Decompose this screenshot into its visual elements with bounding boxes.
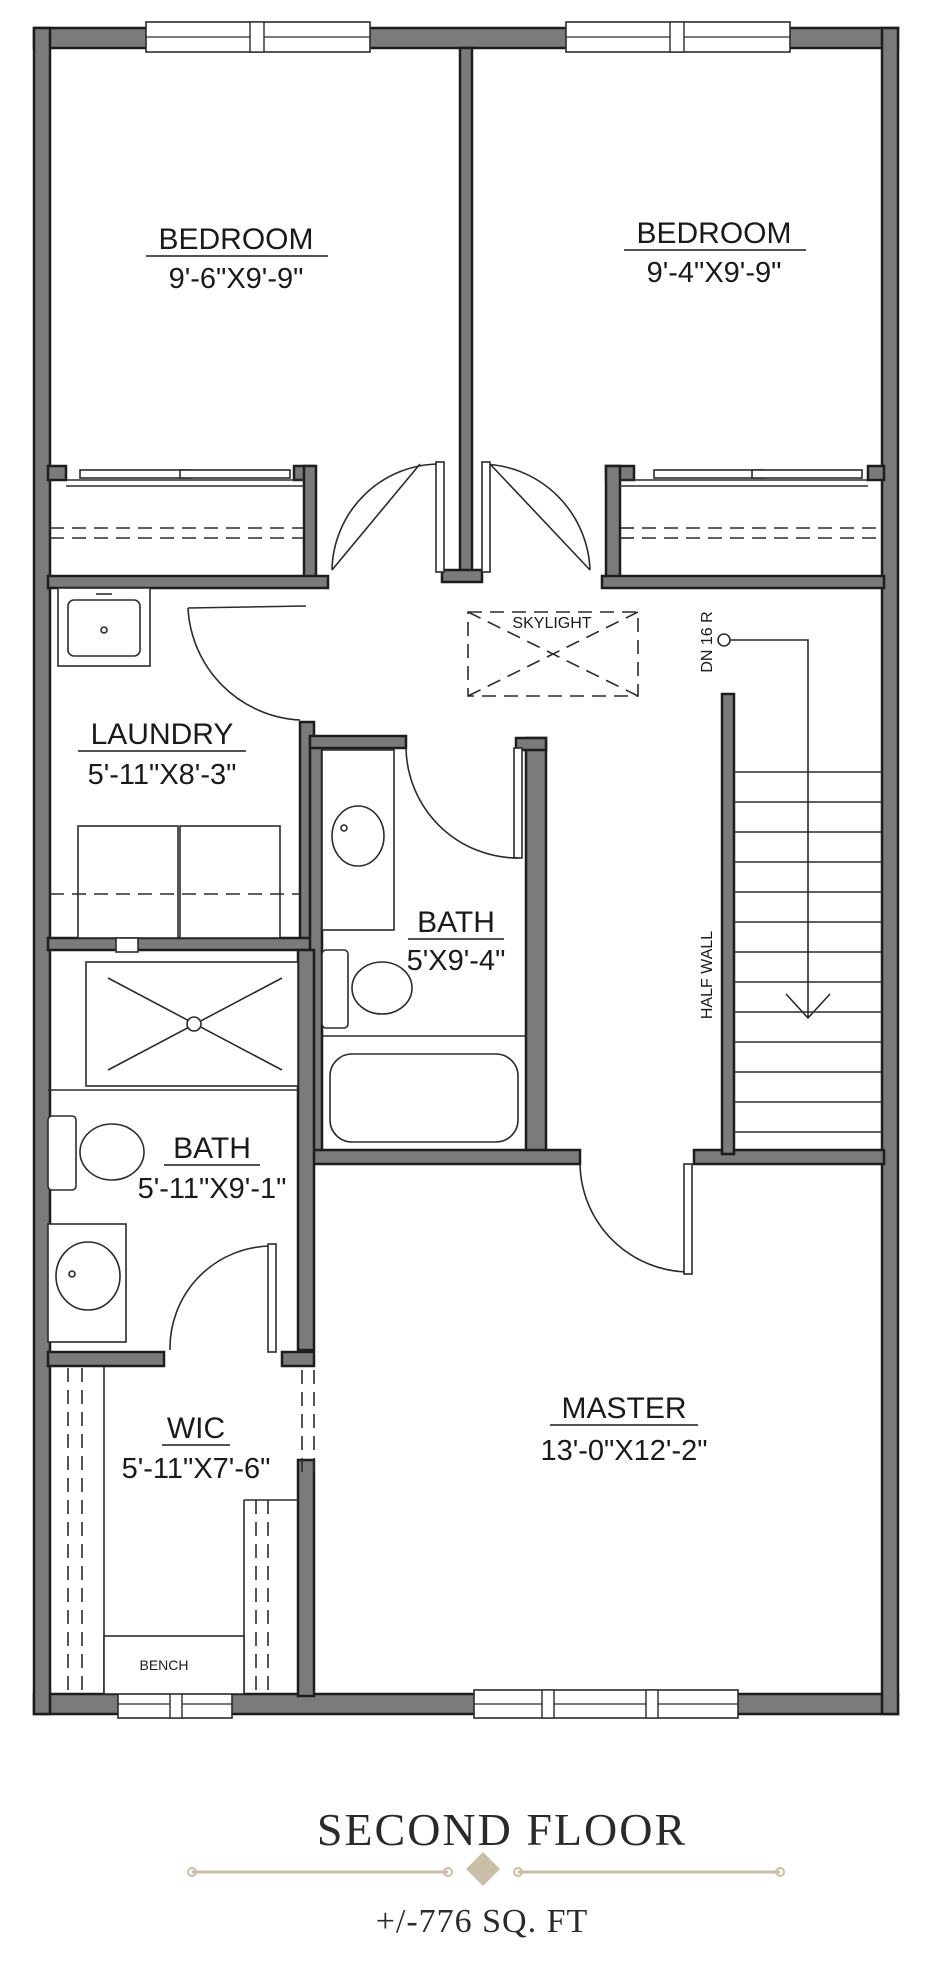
skylight: [467, 611, 639, 697]
label-bedroom-left-name: BEDROOM: [158, 223, 313, 256]
label-bedroom-right-name: BEDROOM: [636, 217, 791, 250]
left-bath-fixtures: [47, 961, 299, 1343]
label-stairs: DN 16 R: [699, 611, 716, 672]
label-skylight: SKYLIGHT: [512, 615, 591, 632]
window-bottom-master: [473, 1689, 739, 1719]
closet-left: [50, 469, 304, 539]
window-top-right: [565, 21, 791, 53]
interior-walls: [46, 46, 886, 1698]
label-bath-center-name: BATH: [417, 906, 495, 939]
doors: [169, 461, 693, 1480]
stairs: [717, 633, 882, 1133]
center-bath-fixtures: [321, 749, 526, 1143]
label-bath-left-name: BATH: [173, 1132, 251, 1165]
label-bedroom-left-dims: 9'-6"X9'-9": [169, 263, 304, 295]
floor-title: SECOND FLOOR: [317, 1804, 687, 1855]
label-laundry-dims: 5'-11"X8'-3": [88, 759, 237, 791]
closet-right: [620, 469, 882, 539]
label-bedroom-right-dims: 9'-4"X9'-9": [647, 257, 782, 289]
label-wic-name: WIC: [167, 1412, 225, 1445]
laundry-fixtures: [50, 587, 300, 953]
floor-area: +/-776 SQ. FT: [376, 1903, 589, 1940]
label-wic-dims: 5'-11"X7'-6": [122, 1453, 271, 1485]
label-bath-center-dims: 5'X9'-4": [407, 945, 506, 977]
label-half-wall: HALF WALL: [699, 931, 716, 1019]
window-top-left: [145, 21, 371, 53]
label-bench: BENCH: [139, 1657, 188, 1673]
label-master-name: MASTER: [561, 1392, 686, 1425]
label-laundry-name: LAUNDRY: [91, 718, 234, 751]
wic-fixtures: [67, 1366, 298, 1695]
label-master-dims: 13'-0"X12'-2": [540, 1435, 707, 1467]
label-bath-left-dims: 5'-11"X9'-1": [138, 1173, 287, 1205]
ornament-divider: [187, 1852, 785, 1886]
